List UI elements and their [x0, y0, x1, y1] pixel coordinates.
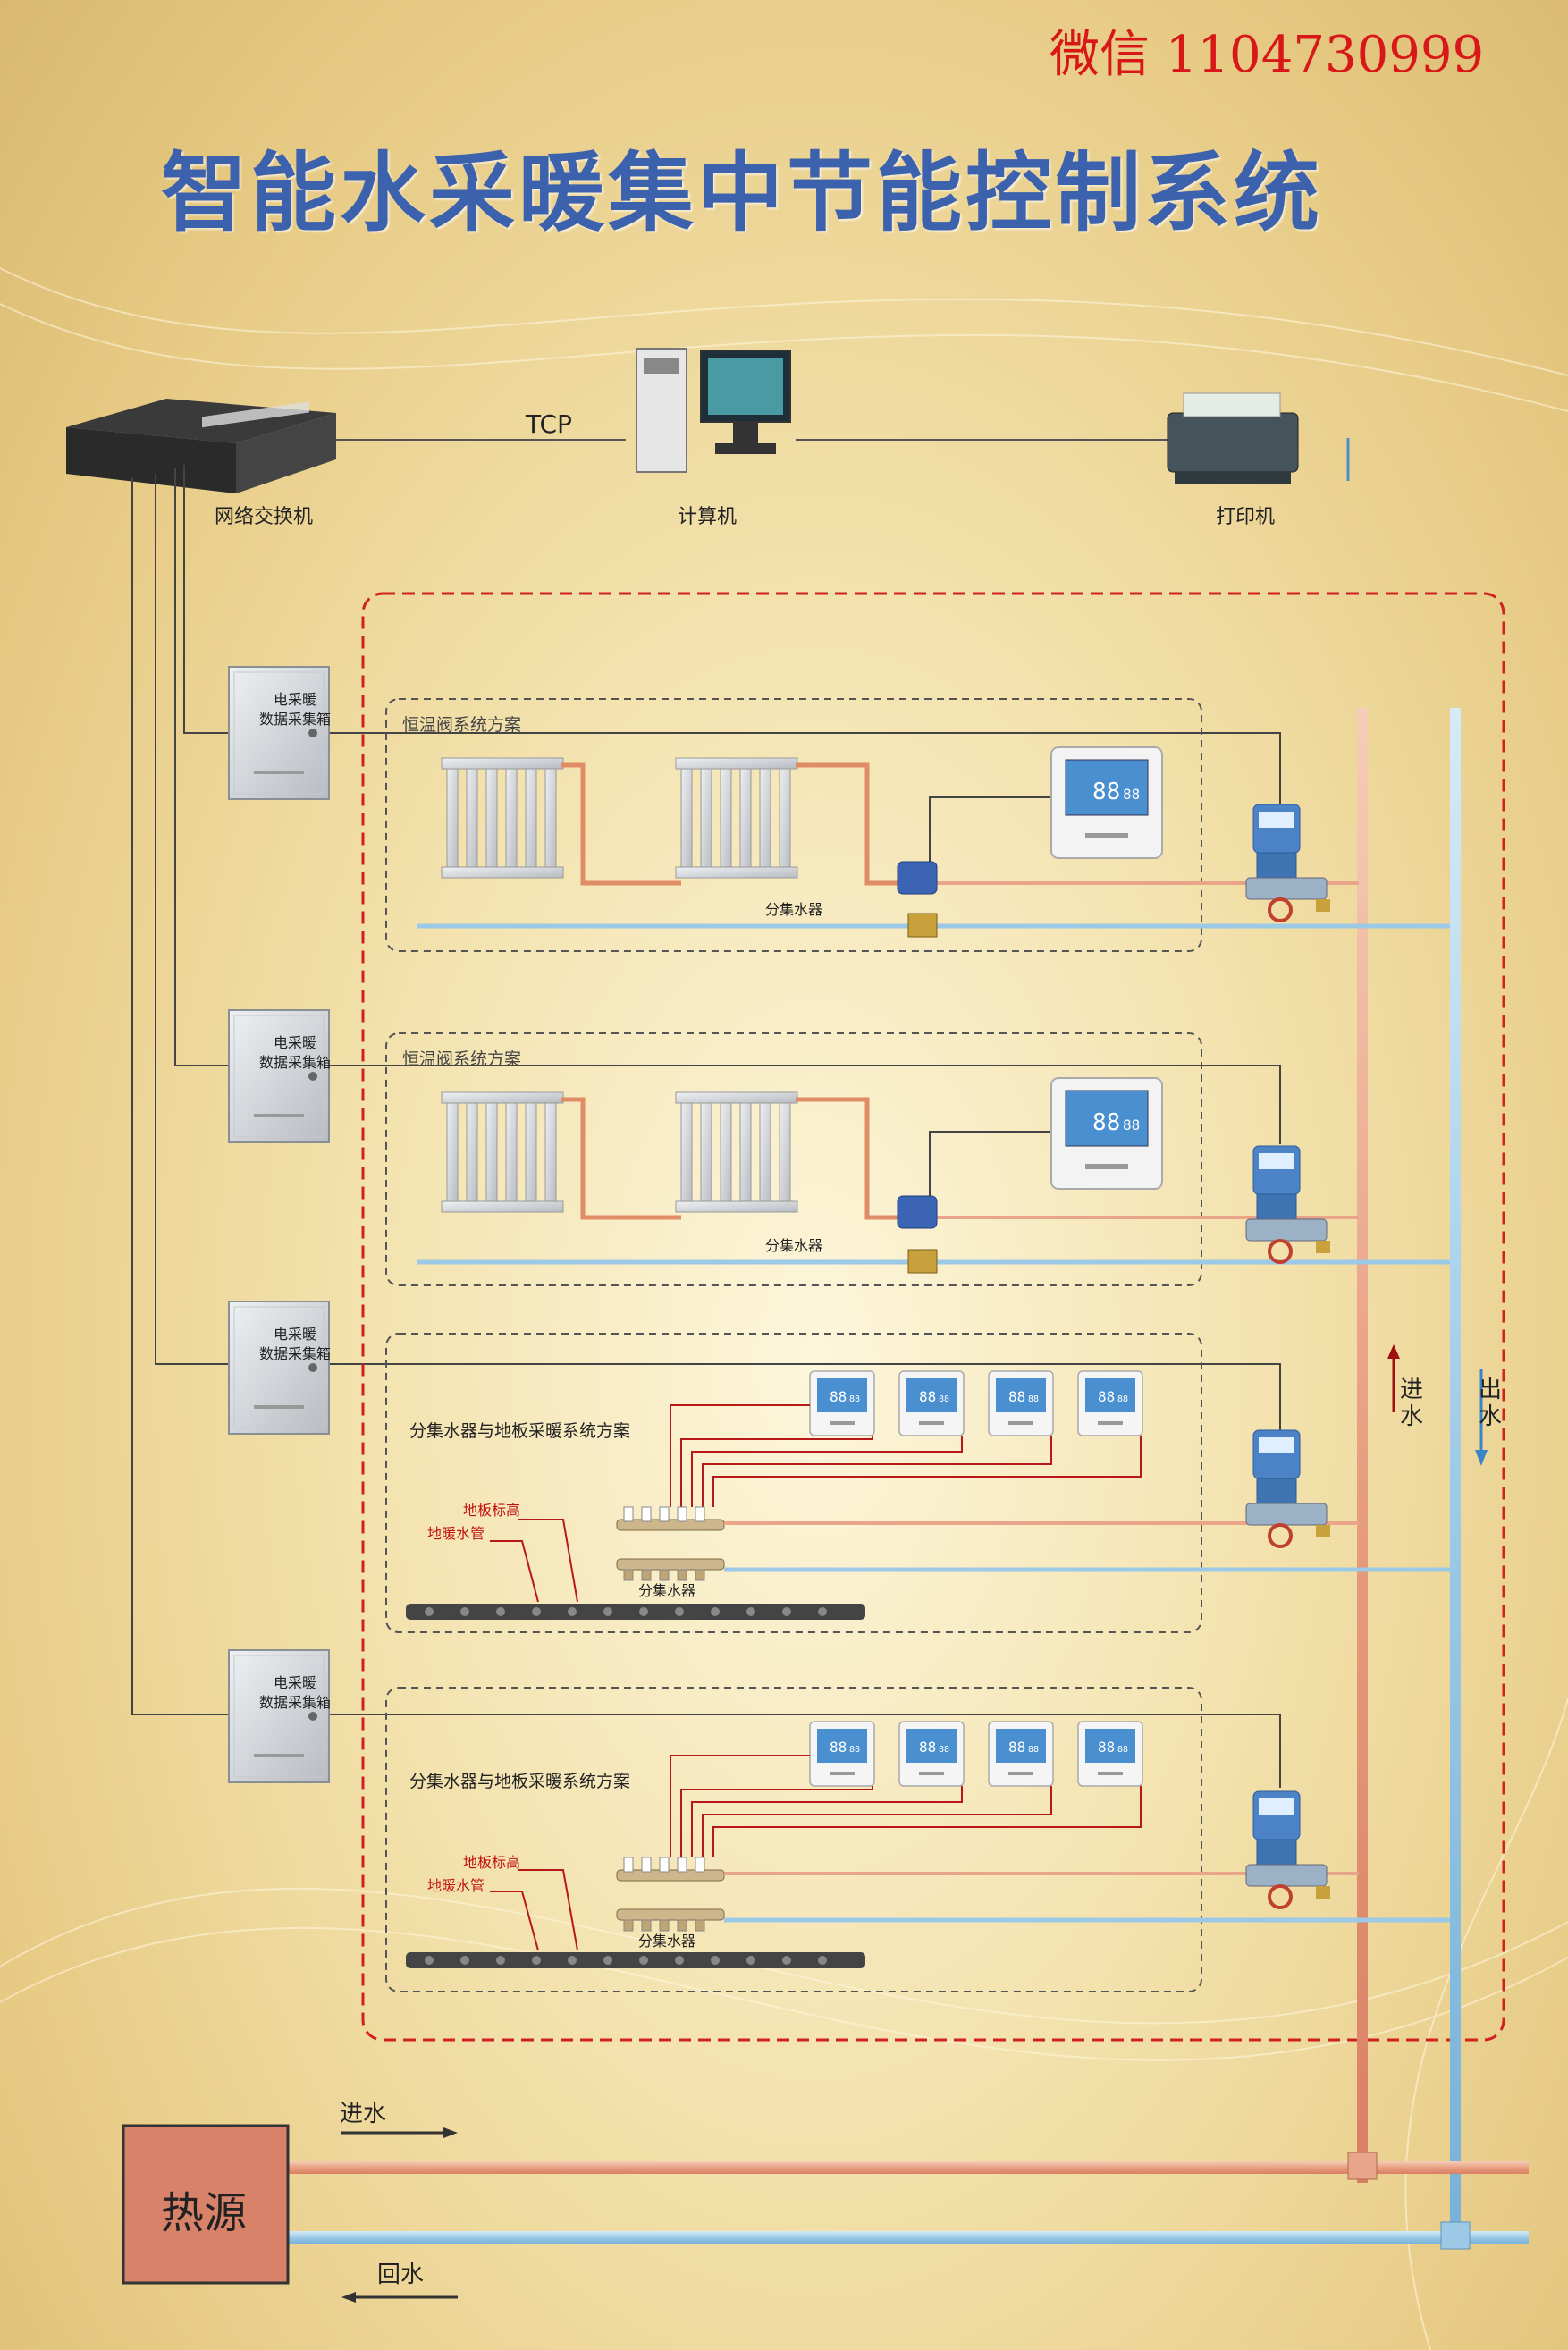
collector-box-label: 电采暖数据采集箱	[259, 1326, 332, 1362]
heat-meter-icon	[1244, 803, 1332, 922]
heat-meter-icon	[1244, 1790, 1332, 1909]
floor-pipe-label: 地暖水管	[427, 1877, 485, 1894]
return-riser	[1450, 708, 1461, 2228]
network-switch-icon	[66, 399, 336, 493]
page-title: 智能水采暖集中节能控制系统	[161, 143, 1323, 243]
riser-arrows	[1387, 1344, 1488, 1466]
floor-pipe-label: 地暖水管	[427, 1525, 485, 1542]
manifold-label: 分集水器	[638, 1582, 696, 1599]
wechat-contact: 微信 1104730999	[1050, 26, 1485, 84]
main-return-pipe	[286, 2231, 1529, 2244]
valve-body-icon	[907, 913, 938, 938]
zone-box	[385, 1687, 1202, 1992]
valve-actuator-icon	[897, 861, 938, 895]
printer-label: 打印机	[1216, 506, 1276, 528]
control-area-boundary	[361, 592, 1505, 2042]
manifold-label: 分集水器	[765, 901, 823, 918]
manifold-label: 分集水器	[638, 1933, 696, 1950]
manifold-icon	[616, 1857, 725, 1932]
zone-box	[385, 698, 1202, 952]
riser-supply-label: 进水	[1400, 1377, 1424, 1430]
collector-box-label: 电采暖数据采集箱	[259, 1034, 332, 1071]
room-thermostat-icon	[988, 1370, 1054, 1436]
data-collector-box	[228, 1301, 330, 1435]
signal-bus	[131, 465, 1281, 1788]
zone-box	[385, 1032, 1202, 1286]
zone-title: 分集水器与地板采暖系统方案	[409, 1772, 631, 1791]
return-tee	[1440, 2221, 1471, 2250]
zone-box	[385, 1333, 1202, 1633]
radiator-icon	[675, 1091, 798, 1213]
radiator-icon	[441, 757, 564, 879]
room-thermostat-icon	[809, 1721, 875, 1787]
radiator-zone-2	[417, 1077, 1450, 1274]
floor-zone-3	[406, 1370, 1450, 1620]
floor-level-label: 地板标高	[463, 1854, 521, 1871]
main-supply-pipe	[286, 2161, 1529, 2174]
supply-tee	[1347, 2152, 1378, 2180]
collector-box-label: 电采暖数据采集箱	[259, 691, 332, 728]
room-thermostat-icon	[988, 1721, 1054, 1787]
radiator-zone-1	[417, 746, 1450, 938]
tcp-label: TCP	[526, 409, 572, 439]
printer-icon	[1167, 392, 1350, 484]
supply-riser	[1357, 708, 1368, 2183]
manifold-icon	[616, 1506, 725, 1581]
switch-label: 网络交换机	[215, 506, 314, 528]
zone-title: 恒温阀系统方案	[402, 1049, 522, 1069]
room-thermostat-icon	[898, 1721, 965, 1787]
room-thermostat-icon	[1077, 1370, 1143, 1436]
floor-level-label: 地板标高	[463, 1502, 521, 1519]
computer-icon	[636, 348, 791, 473]
room-thermostat-icon	[898, 1370, 965, 1436]
room-thermostat-icon	[1050, 746, 1163, 859]
collector-box-label: 电采暖数据采集箱	[259, 1674, 332, 1711]
main-flow-arrows	[341, 2127, 458, 2303]
room-thermostat-icon	[1077, 1721, 1143, 1787]
heat-meter-icon	[1244, 1144, 1332, 1264]
data-collector-box	[228, 1649, 330, 1783]
zone-title: 分集水器与地板采暖系统方案	[409, 1421, 631, 1441]
floor-pipe-section	[406, 1604, 865, 1620]
heat-meter-icon	[1244, 1428, 1332, 1548]
floor-zone-4	[406, 1721, 1450, 1968]
data-collector-box	[228, 1009, 330, 1143]
radiator-icon	[441, 1091, 564, 1213]
room-thermostat-icon	[809, 1370, 875, 1436]
main-supply-label: 进水	[340, 2101, 387, 2127]
computer-label: 计算机	[678, 506, 738, 528]
floor-pipe-section	[406, 1952, 865, 1968]
heat-source-label: 热源	[161, 2188, 248, 2238]
valve-actuator-icon	[897, 1195, 938, 1229]
valve-body-icon	[907, 1249, 938, 1274]
manifold-label: 分集水器	[765, 1237, 823, 1254]
heat-source-box	[122, 2124, 290, 2285]
data-collector-box	[228, 666, 330, 800]
radiator-icon	[675, 757, 798, 879]
main-return-label: 回水	[377, 2262, 425, 2288]
room-thermostat-icon	[1050, 1077, 1163, 1190]
zone-title: 恒温阀系统方案	[402, 715, 522, 735]
riser-return-label: 出水	[1479, 1377, 1503, 1430]
